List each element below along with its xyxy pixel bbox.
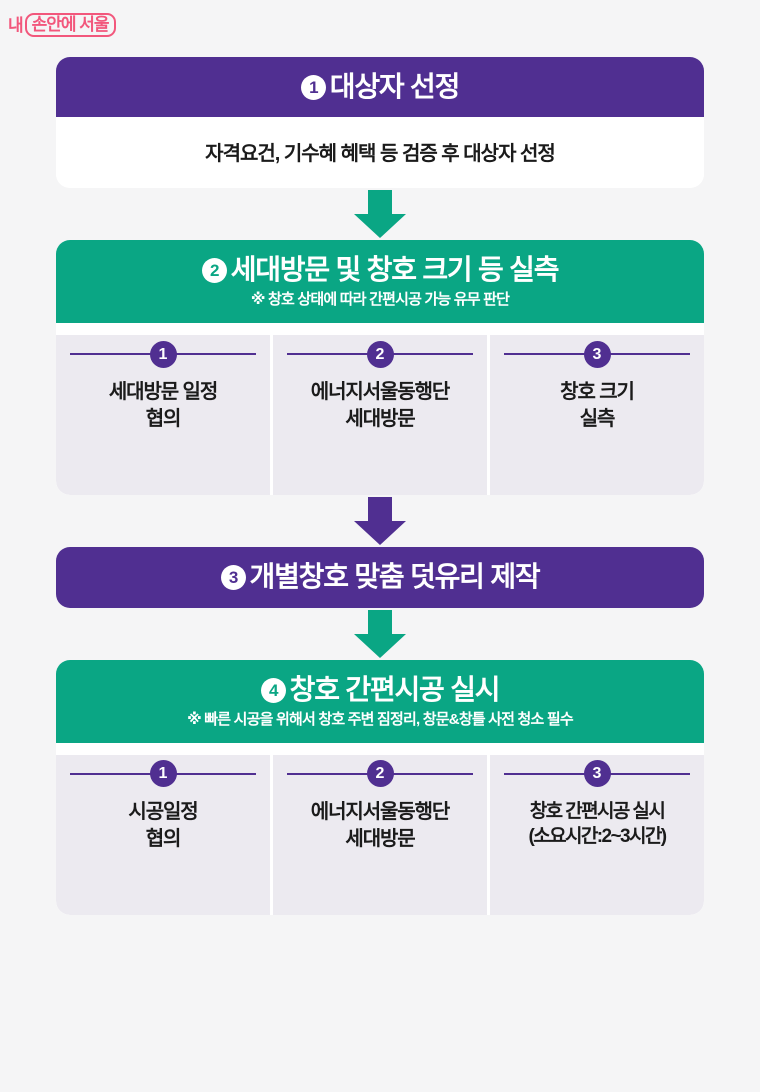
- step-2-number-badge: 2: [201, 258, 227, 284]
- step-1-body-text: 자격요건, 기수혜 혜택 등 검증 후 대상자 선정: [56, 117, 704, 189]
- step-2-title: 세대방문 및 창호 크기 등 실측: [230, 254, 560, 286]
- step-4-number-badge: 4: [260, 677, 286, 703]
- substep-item: 2 에너지서울동행단 세대방문: [273, 335, 487, 496]
- step-2-note: ※ 창호 상태에 따라 간편시공 가능 유무 판단: [250, 291, 510, 309]
- substep-marker: 3: [504, 335, 690, 373]
- substep-marker: 1: [70, 335, 256, 373]
- logo-text-badge: 손안에 서울: [24, 13, 116, 37]
- logo-text-primary: 내: [8, 15, 24, 35]
- substep-item: 1 세대방문 일정 협의: [56, 335, 270, 496]
- substep-marker: 1: [70, 755, 256, 793]
- step-1-title: 대상자 선정: [329, 71, 461, 102]
- substep-number-badge: 3: [583, 340, 611, 368]
- site-logo: 내 손안에 서울: [8, 12, 116, 38]
- substep-item: 2 에너지서울동행단 세대방문: [273, 754, 487, 915]
- step-4-note: ※ 빠른 시공을 위해서 창호 주변 짐정리, 창문&창틀 사전 청소 필수: [187, 710, 574, 728]
- substep-item: 3 창호 크기 실측: [490, 335, 704, 496]
- substep-label: 창호 크기 실측: [560, 381, 635, 431]
- step-3-title: 개별창호 맞춤 덧유리 제작: [249, 561, 541, 593]
- substep-marker: 3: [504, 755, 690, 793]
- down-arrow-icon: [348, 608, 412, 660]
- substep-number-badge: 1: [149, 340, 177, 368]
- arrow-after-step-1: [56, 188, 704, 240]
- substep-number-badge: 3: [583, 760, 611, 788]
- step-2-substep-row: 1 세대방문 일정 협의 2 에너지서울동행단 세대방문 3 창호 크기 실측: [56, 323, 704, 496]
- down-arrow-icon: [348, 188, 412, 240]
- step-4-title: 창호 간편시공 실시: [289, 673, 501, 705]
- substep-item: 3 창호 간편시공 실시 (소요시간:2~3시간): [490, 754, 704, 915]
- substep-marker: 2: [287, 335, 473, 373]
- arrow-after-step-3: [56, 608, 704, 660]
- substep-label: 에너지서울동행단 세대방문: [310, 381, 451, 431]
- substep-label: 시공일정 협의: [128, 800, 198, 850]
- substep-label: 세대방문 일정 협의: [108, 381, 218, 431]
- substep-label: 에너지서울동행단 세대방문: [310, 800, 451, 850]
- step-4-substep-row: 1 시공일정 협의 2 에너지서울동행단 세대방문 3 창호 간편시공 실시 (…: [56, 742, 704, 915]
- arrow-after-step-2: [56, 495, 704, 547]
- substep-label: 창호 간편시공 실시 (소요시간:2~3시간): [528, 800, 668, 848]
- down-arrow-icon: [348, 495, 412, 547]
- step-1-number-badge: 1: [300, 75, 326, 100]
- substep-number-badge: 2: [366, 340, 394, 368]
- substep-marker: 2: [287, 755, 473, 793]
- substep-item: 1 시공일정 협의: [56, 754, 270, 915]
- substep-number-badge: 2: [366, 760, 394, 788]
- step-3-number-badge: 3: [220, 565, 246, 591]
- substep-number-badge: 1: [149, 760, 177, 788]
